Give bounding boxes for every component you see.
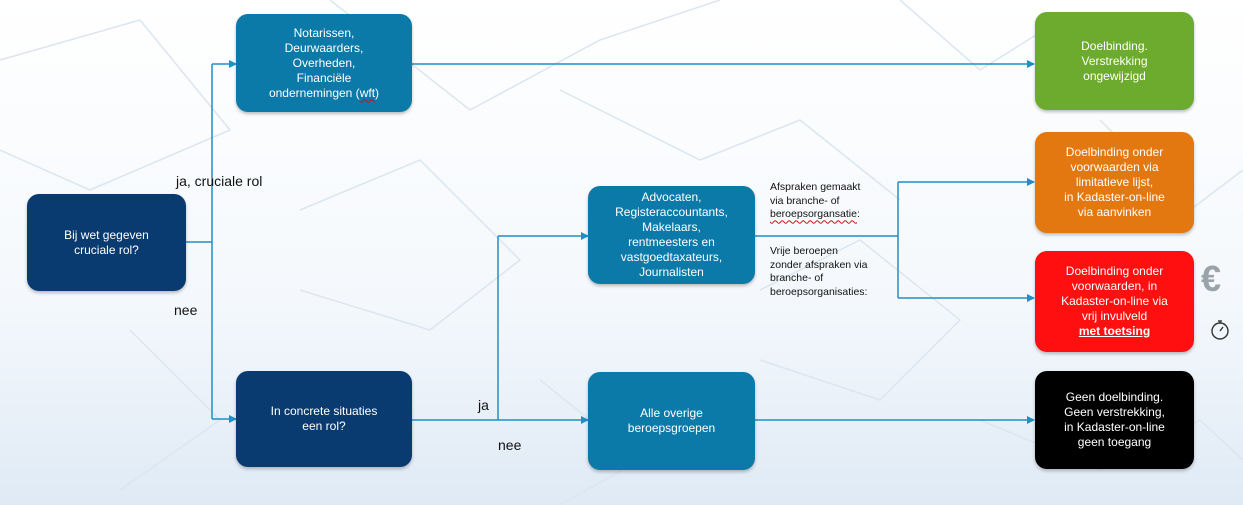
start-decision-box: Bij wet gegeven cruciale rol?: [27, 194, 186, 291]
notarissen-label: Notarissen, Deurwaarders, Overheden, Fin…: [268, 25, 380, 100]
outcome-geen-toegang-label: Geen doelbinding. Geen verstrekking, in …: [1064, 390, 1165, 449]
label-ja-mid: ja: [478, 397, 489, 413]
advocaten-box: Advocaten, Registeraccountants, Makelaar…: [588, 186, 755, 284]
stopwatch-icon: [1211, 320, 1229, 340]
label-nee-left: nee: [174, 302, 198, 318]
outcome-doelbinding-box: Doelbinding. Verstrekking ongewijzigd: [1035, 12, 1194, 110]
outcome-toetsing-box: Doelbinding onder voorwaarden, in Kadast…: [1035, 251, 1194, 352]
toetsing-emphasis: met toetsing: [1078, 324, 1151, 338]
euro-icon: €: [1201, 258, 1222, 299]
concrete-decision-label: In concrete situaties een rol?: [270, 404, 378, 433]
notarissen-box: Notarissen, Deurwaarders, Overheden, Fin…: [236, 14, 412, 112]
note-afspraken-underlined: beroepsorgansatie: [770, 208, 857, 221]
overige-label: Alle overige beroepsgroepen: [627, 406, 716, 435]
outcome-limitatieve-lijst-box: Doelbinding onder voorwaarden via limita…: [1035, 132, 1194, 233]
start-decision-label: Bij wet gegeven cruciale rol?: [64, 227, 149, 257]
label-ja-cruciale-rol: ja, cruciale rol: [176, 173, 263, 189]
advocaten-label: Advocaten, Registeraccountants, Makelaar…: [615, 190, 728, 279]
outcome-geen-toegang-box: Geen doelbinding. Geen verstrekking, in …: [1035, 371, 1194, 469]
note-vrije-beroepen: Vrije beroepen zonder afspraken via bran…: [770, 245, 868, 298]
outcome-toetsing-label: Doelbinding onder voorwaarden, in Kadast…: [1061, 264, 1168, 338]
wft-label: wft: [359, 85, 376, 100]
outcome-doelbinding-label: Doelbinding. Verstrekking ongewijzigd: [1081, 38, 1148, 83]
label-nee-mid: nee: [498, 437, 522, 453]
note-afspraken: Afspraken gemaakt via branche- of beroep…: [770, 181, 861, 221]
overige-box: Alle overige beroepsgroepen: [588, 372, 755, 470]
outcome-limitatieve-lijst-label: Doelbinding onder voorwaarden via limita…: [1064, 145, 1165, 219]
concrete-decision-box: In concrete situaties een rol?: [236, 371, 412, 467]
